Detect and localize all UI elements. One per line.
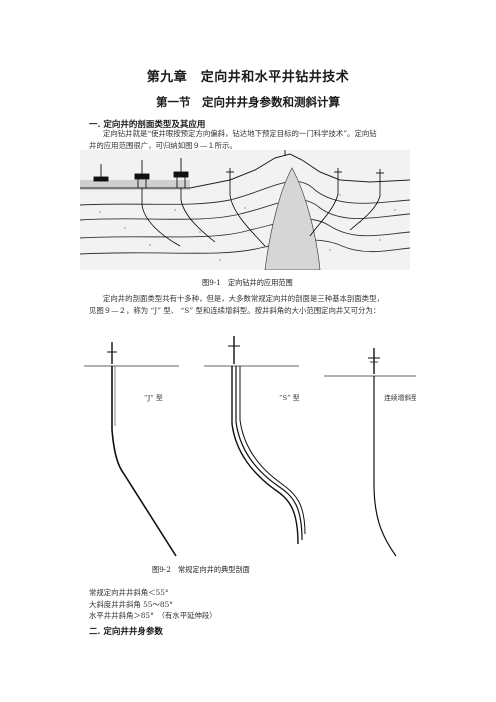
figure-2-caption: 图9-2 常规定向井的典型剖面 — [152, 565, 250, 574]
paragraph-2-line-2: 见图９—２，称为 “J” 型、 “S” 型和连续增斜型。按井斜角的大小范围定向井… — [89, 305, 381, 315]
label-j-type: “J” 型 — [144, 393, 163, 402]
paragraph-1: 定向钻井就是“使井眼按预定方向偏斜，钻达地下预定目标的一门科学技术”。定向钻 井… — [89, 128, 419, 151]
chapter-title: 第九章 定向井和水平井钻井技术 — [146, 70, 350, 85]
subsection-heading-1: 一. 定向井的剖面类型及其应用 — [89, 120, 206, 130]
list-item: 水平井井斜角＞85° （有水平延伸段） — [89, 611, 217, 621]
paragraph-2-line-1: 定向井的剖面类型共有十多种，但是，大多数常规定向井的剖面是三种基本剖面类型， — [103, 294, 384, 303]
paragraph-1-line-2: 井的应用范围很广，可归纳如图９—１所示。 — [89, 140, 237, 150]
continuous-build-profile: 连续增斜型 — [324, 348, 416, 557]
inclination-list: 常规定向井井斜角＜55° 大斜度井井斜角 55～85° 水平井井斜角＞85° （… — [89, 587, 217, 622]
label-s-type: “S” 型 — [279, 393, 300, 402]
s-type-profile: “S” 型 — [204, 336, 306, 545]
list-item: 大斜度井井斜角 55～85° — [89, 599, 173, 609]
figure-1-illustration — [80, 150, 410, 270]
label-continuous-build: 连续增斜型 — [384, 393, 416, 402]
paragraph-1-line-1: 定向钻井就是“使井眼按预定方向偏斜，钻达地下预定目标的一门科学技术”。定向钻 — [103, 129, 377, 138]
paragraph-2: 定向井的剖面类型共有十多种，但是，大多数常规定向井的剖面是三种基本剖面类型， 见… — [89, 293, 419, 316]
list-item: 常规定向井井斜角＜55° — [89, 588, 169, 597]
j-type-profile: “J” 型 — [84, 342, 179, 557]
figure-2-well-profiles: “J” 型 “S” 型 连续增斜型 — [84, 336, 416, 557]
section-title: 第一节 定向井井身参数和测斜计算 — [156, 95, 340, 109]
subsection-heading-2: 二. 定向井井身参数 — [89, 627, 163, 637]
figure-1-caption: 图9-1 定向钻井的应用范围 — [202, 278, 293, 287]
